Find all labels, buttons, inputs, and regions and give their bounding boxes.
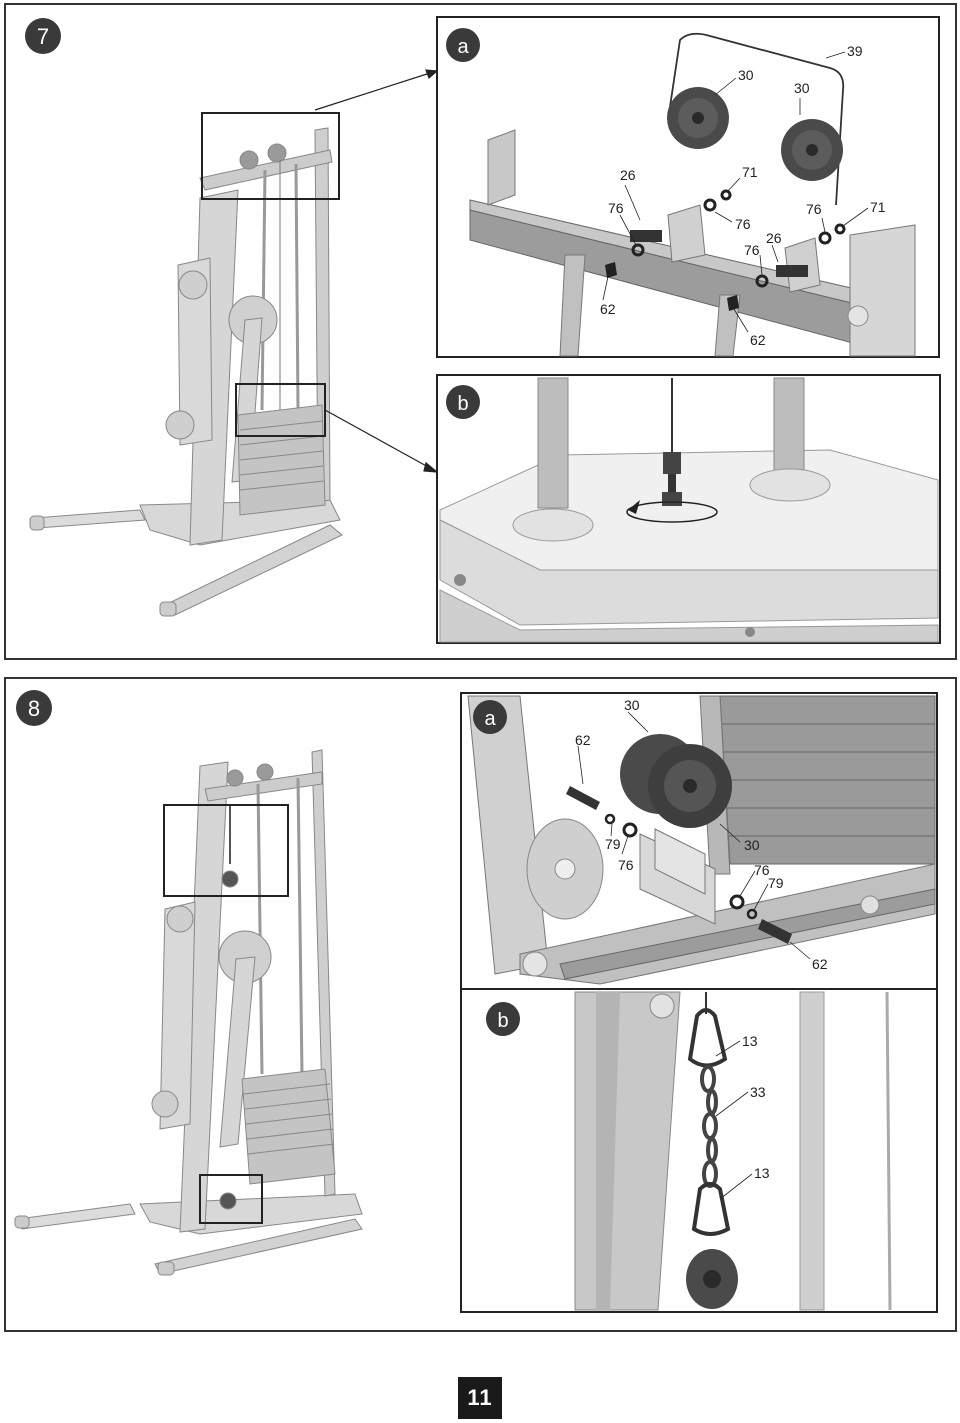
callout-8a-7: 79 (768, 875, 784, 891)
callout-7a-6: 76 (608, 200, 624, 216)
step-8-machine-overview (14, 749, 363, 1276)
step-7-badge: 7 (25, 18, 61, 54)
step-7-frame (4, 3, 957, 660)
callout-7a-12: 62 (600, 301, 616, 317)
callout-7a-13: 62 (750, 332, 766, 348)
callout-8a-4: 76 (618, 857, 634, 873)
callout-8a-3: 79 (605, 836, 621, 852)
step-8-zoom-box-a (163, 804, 289, 897)
step-7-arrows (314, 69, 439, 473)
step-8b-letter: b (497, 1010, 508, 1032)
callout-7a-4: 26 (620, 167, 636, 183)
callout-7a-8: 76 (806, 201, 822, 217)
step-8a-letter: a (484, 708, 496, 730)
step-8-number: 8 (28, 696, 40, 721)
step-7-detail-b: b (436, 374, 941, 644)
callout-8b-1: 13 (742, 1033, 758, 1049)
callout-8a-8: 62 (812, 956, 828, 972)
step-7a-letter: a (457, 36, 469, 58)
step-7-detail-a: a (436, 16, 940, 358)
callout-8a-2: 62 (575, 732, 591, 748)
callout-8b-3: 13 (754, 1165, 770, 1181)
callout-7a-7: 76 (735, 216, 751, 232)
callout-8b-2: 33 (750, 1084, 766, 1100)
callout-8a-6: 76 (754, 862, 770, 878)
step-8-detail-a: a 30 62 79 76 30 76 79 62 (460, 692, 938, 990)
callout-7a-1: 39 (847, 43, 863, 59)
callout-7a-5: 71 (742, 164, 758, 180)
callout-7a-3: 30 (794, 80, 810, 96)
callout-7a-9: 76 (744, 242, 760, 258)
step-7-zoom-box-a (201, 112, 340, 200)
callout-7a-2: 30 (738, 67, 754, 83)
step-8-zoom-box-b (199, 1174, 263, 1224)
step-8-diagram: 8 (14, 690, 938, 1313)
callout-8a-5: 30 (744, 837, 760, 853)
step-7-machine-overview (29, 127, 343, 617)
step-8-frame (4, 677, 957, 1332)
step-7-diagram: 7 (25, 16, 941, 644)
step-7b-letter: b (457, 393, 468, 415)
callout-8a-1: 30 (624, 697, 640, 713)
step-8-badge: 8 (16, 690, 52, 726)
step-7-number: 7 (37, 24, 49, 49)
step-8-detail-b: b 13 33 13 (460, 988, 938, 1313)
callout-7a-10: 26 (766, 230, 782, 246)
callout-7a-11: 71 (870, 199, 886, 215)
page-number: 11 (458, 1377, 502, 1419)
